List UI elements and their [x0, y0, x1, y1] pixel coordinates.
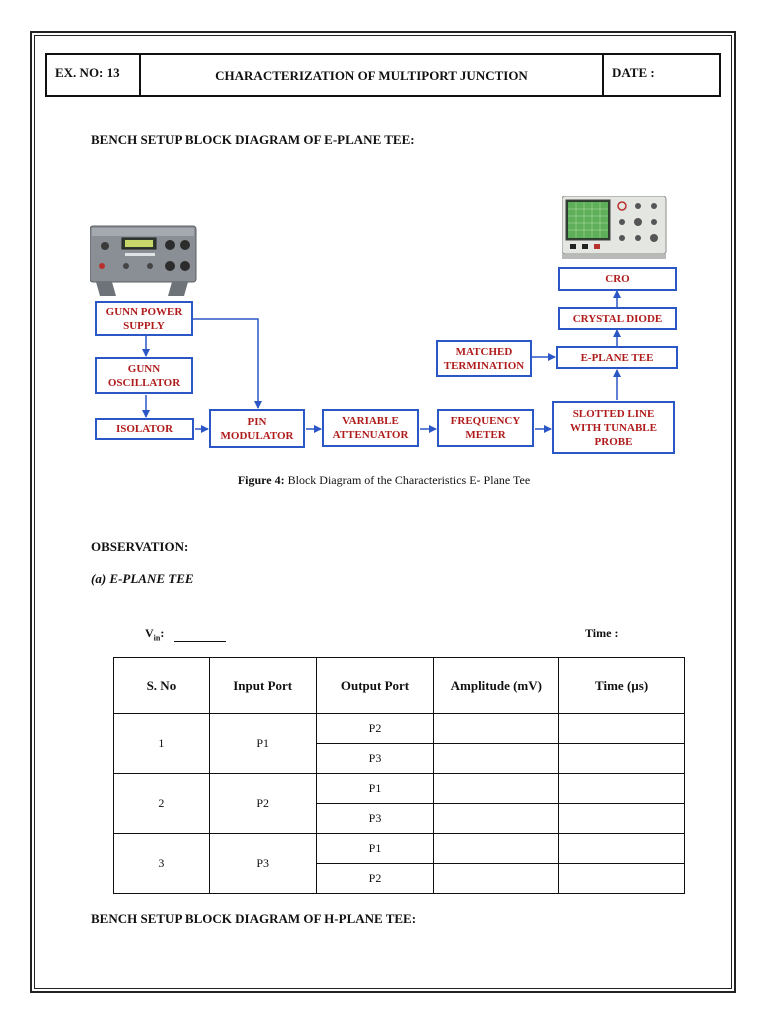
variable-attenuator-box: VARIABLE ATTENUATOR [322, 409, 419, 447]
observation-heading: OBSERVATION: [91, 539, 188, 555]
frequency-meter-line2: METER [465, 429, 505, 441]
frequency-meter-box: FREQUENCY METER [437, 409, 534, 447]
isolator-box: ISOLATOR [95, 418, 194, 440]
cell-amplitude[interactable] [434, 804, 559, 834]
observation-table-header-row: S. No Input Port Output Port Amplitude (… [114, 658, 685, 714]
e-plane-tee-label: E-PLANE TEE [581, 351, 654, 365]
cell-output-port: P3 [316, 744, 434, 774]
cro-label: CRO [605, 272, 629, 286]
cell-output-port: P1 [316, 774, 434, 804]
col-header-output-port: Output Port [316, 658, 434, 714]
cell-amplitude[interactable] [434, 714, 559, 744]
slotted-line-line2: WITH TUNABLE [570, 422, 657, 434]
table-row: 1 P1 P2 [114, 714, 685, 744]
figure-caption: Figure 4: Block Diagram of the Character… [0, 473, 768, 488]
col-header-sno: S. No [114, 658, 210, 714]
vin-label: V [145, 626, 154, 640]
variable-attenuator-line2: ATTENUATOR [333, 429, 409, 441]
cell-sno: 2 [114, 774, 210, 834]
gunn-power-supply-line1: GUNN POWER [106, 306, 183, 318]
cell-time[interactable] [559, 714, 685, 744]
gunn-oscillator-line1: GUNN [128, 363, 160, 375]
cell-sno: 1 [114, 714, 210, 774]
cell-output-port: P2 [316, 864, 434, 894]
matched-termination-line2: TERMINATION [444, 360, 524, 372]
cell-amplitude[interactable] [434, 744, 559, 774]
vin-field: Vin: [145, 626, 226, 642]
e-plane-tee-box: E-PLANE TEE [556, 346, 678, 369]
frequency-meter-line1: FREQUENCY [451, 415, 521, 427]
table-row: 2 P2 P1 [114, 774, 685, 804]
cell-time[interactable] [559, 744, 685, 774]
cell-amplitude[interactable] [434, 774, 559, 804]
arrow-supply-to-modulator [193, 319, 258, 408]
cell-input-port: P1 [209, 714, 316, 774]
cell-output-port: P1 [316, 834, 434, 864]
observation-table: S. No Input Port Output Port Amplitude (… [113, 657, 685, 894]
cell-output-port: P3 [316, 804, 434, 834]
crystal-diode-label: CRYSTAL DIODE [573, 312, 663, 326]
h-plane-section-heading: BENCH SETUP BLOCK DIAGRAM OF H-PLANE TEE… [91, 911, 416, 927]
cell-sno: 3 [114, 834, 210, 894]
matched-termination-line1: MATCHED [456, 346, 513, 358]
cell-output-port: P2 [316, 714, 434, 744]
cell-time[interactable] [559, 774, 685, 804]
cell-amplitude[interactable] [434, 864, 559, 894]
table-row: 3 P3 P1 [114, 834, 685, 864]
gunn-power-supply-line2: SUPPLY [123, 320, 165, 332]
gunn-power-supply-box: GUNN POWER SUPPLY [95, 301, 193, 336]
vin-blank-line [174, 641, 226, 642]
slotted-line-line1: SLOTTED LINE [573, 408, 655, 420]
figure-caption-label: Figure 4: [238, 473, 285, 487]
time-field-label: Time : [585, 626, 618, 641]
cell-time[interactable] [559, 834, 685, 864]
slotted-line-line3: PROBE [595, 436, 633, 448]
cell-time[interactable] [559, 804, 685, 834]
cell-amplitude[interactable] [434, 834, 559, 864]
cell-input-port: P3 [209, 834, 316, 894]
pin-modulator-line2: MODULATOR [221, 430, 294, 442]
vin-label-colon: : [160, 626, 164, 640]
pin-modulator-line1: PIN [248, 416, 267, 428]
figure-caption-text: Block Diagram of the Characteristics E- … [285, 473, 531, 487]
cell-time[interactable] [559, 864, 685, 894]
gunn-oscillator-box: GUNN OSCILLATOR [95, 357, 193, 394]
col-header-input-port: Input Port [209, 658, 316, 714]
col-header-time: Time (µs) [559, 658, 685, 714]
matched-termination-box: MATCHED TERMINATION [436, 340, 532, 377]
cro-box: CRO [558, 267, 677, 291]
cell-input-port: P2 [209, 774, 316, 834]
crystal-diode-box: CRYSTAL DIODE [558, 307, 677, 330]
variable-attenuator-line1: VARIABLE [342, 415, 399, 427]
pin-modulator-box: PIN MODULATOR [209, 409, 305, 448]
gunn-oscillator-line2: OSCILLATOR [108, 377, 180, 389]
slotted-line-box: SLOTTED LINE WITH TUNABLE PROBE [552, 401, 675, 454]
e-plane-tee-subheading: (a) E-PLANE TEE [91, 571, 194, 587]
col-header-amplitude: Amplitude (mV) [434, 658, 559, 714]
isolator-label: ISOLATOR [116, 422, 173, 436]
